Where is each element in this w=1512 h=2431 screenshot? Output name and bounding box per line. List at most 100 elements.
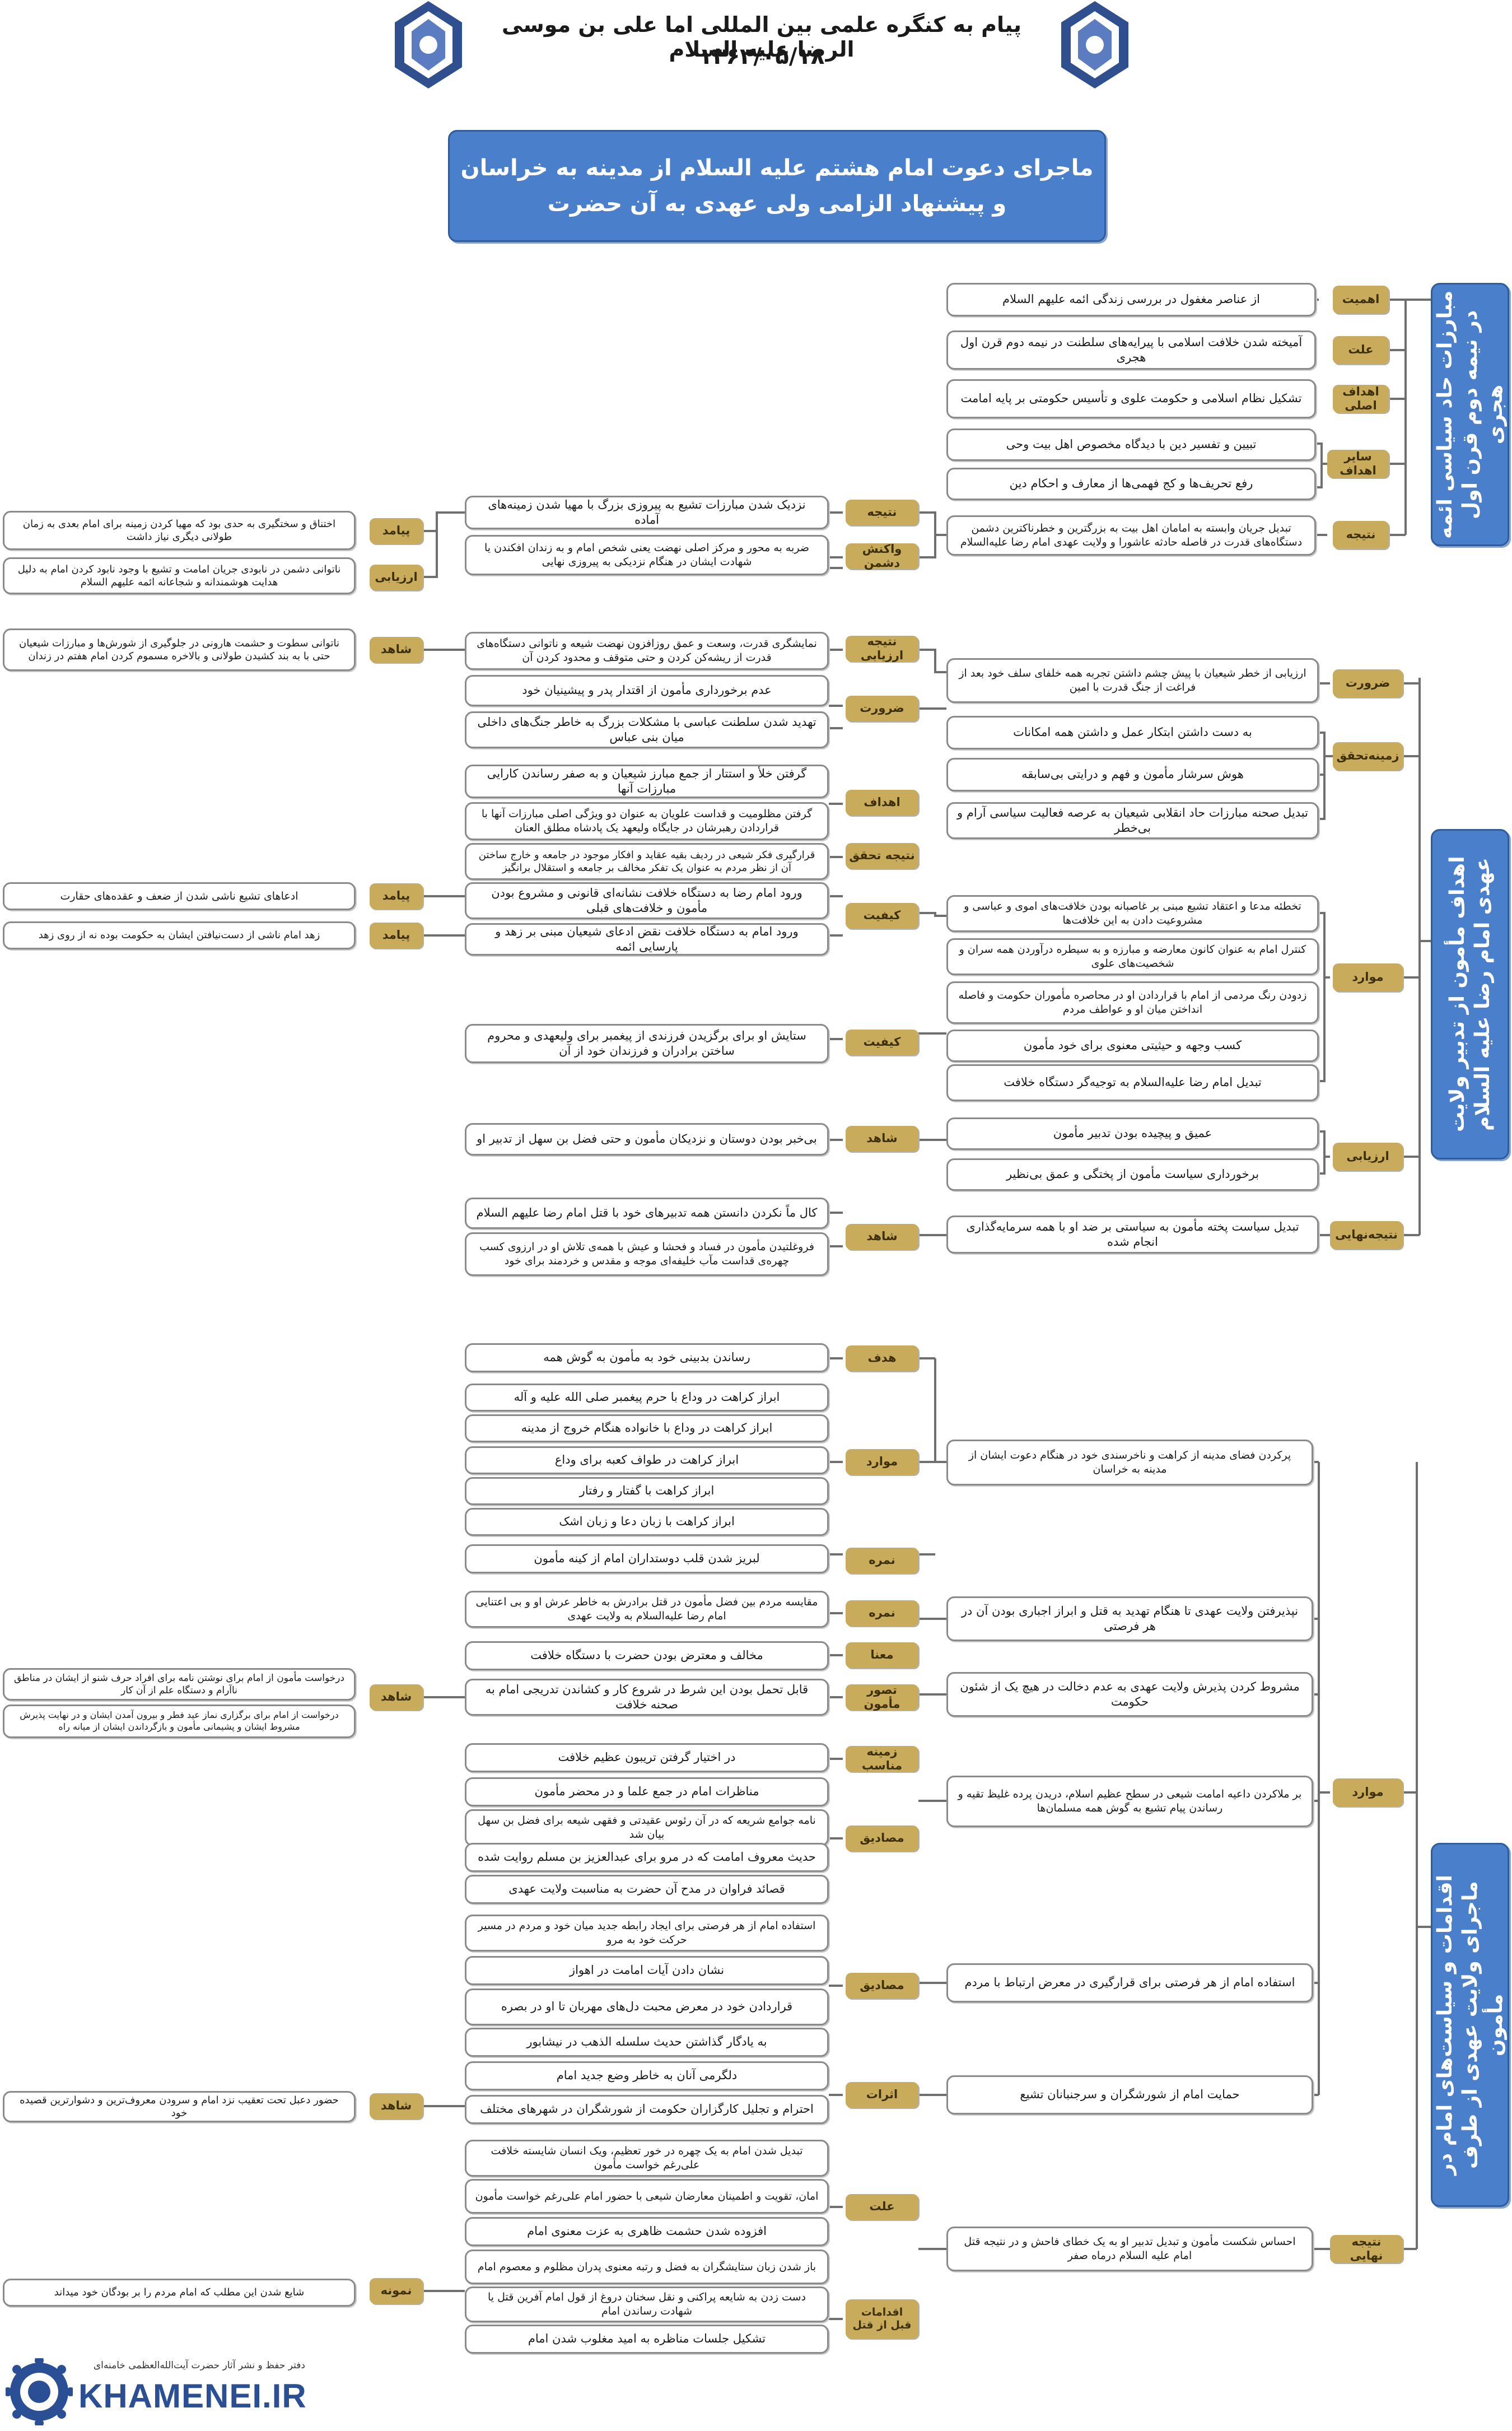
s3-left-l2: درخواست از امام برای برگزاری نماز عید فط… bbox=[3, 1705, 356, 1738]
s1-label-elat: علت bbox=[1333, 336, 1389, 364]
s1-label-natije2: نتیجه bbox=[846, 500, 918, 525]
s3-mid-m18: قراردادن خود در معرض محبت دل‌های مهربان … bbox=[465, 1988, 829, 2025]
s3-right-r7: احساس شکست مأمون و تبدیل تدبیر او به یک … bbox=[946, 2227, 1313, 2271]
s2-left-l2: ادعاهای تشیع ناشی شدن از ضعف و عقده‌های … bbox=[3, 882, 356, 910]
s3-mid-m22: تبدیل شدن امام به یک چهره در خور تعظیم، … bbox=[465, 2140, 829, 2177]
s1-item-g1: ضربه به محور و مرکز اصلی نهضت یعنی شخص ا… bbox=[465, 535, 829, 575]
section1-title: مبارزات حاد سیاسی ائمه در نیمه دوم قرن ا… bbox=[1433, 290, 1507, 539]
s3-mid-m15: قصائد فراوان در مدح آن حضرت به مناسبت ول… bbox=[465, 1875, 829, 1904]
s3-label-asarat: اثرات bbox=[846, 2082, 918, 2108]
s2-mid-m12: فروغلتیدن مأمون در فساد و فحشا و عیش با … bbox=[465, 1232, 829, 1276]
ornament-left bbox=[392, 0, 465, 90]
s3-left-l1: درخواست مأمون از امام برای نوشتن نامه بر… bbox=[3, 1668, 356, 1701]
section3-title: اقدامات و سیاست‌های امام در ماجرای ولایت… bbox=[1433, 1875, 1507, 2175]
s2-label-arzyabi: ارزیابی bbox=[1333, 1143, 1403, 1171]
s2-mid-m8: ورود امام به دستگاه خلافت نقض ادعای شیعی… bbox=[465, 923, 829, 956]
s3-mid-m7: لبریز شدن قلب دوستداران امام از کینه مأم… bbox=[465, 1544, 829, 1573]
s3-mid-m4: ابراز کراهت در طواف کعبه برای وداع bbox=[465, 1446, 829, 1474]
s2-label-zarurat: ضرورت bbox=[1333, 669, 1403, 697]
s2-label-natije-arzyabi: نتیجه ارزیابی bbox=[846, 635, 918, 662]
s3-label-nemune3: نمونه bbox=[370, 2278, 423, 2304]
s2-label-keyfiat: کیفیت bbox=[846, 903, 918, 929]
s2-label-natije-nahayi: نتیجه‌نهایی bbox=[1330, 1221, 1403, 1249]
s3-mid-m17: نشان دادن آیات امامت در اهواز bbox=[465, 1956, 829, 1985]
s1-item-f1: نزدیک شدن مبارزات تشیع به پیروزی بزرگ با… bbox=[465, 496, 829, 529]
s2-right-r5: تخطئه مدعا و اعتقاد تشیع مبنی بر غاصبانه… bbox=[946, 895, 1319, 932]
s1-item-a1: از عناصر مغفول در بررسی زندگی ائمه علیهم… bbox=[946, 283, 1316, 316]
s3-mid-m1: رساندن بدبینی خود به مأمون به گوش همه bbox=[465, 1343, 829, 1372]
s3-label-shahed2: شاهد bbox=[370, 2093, 423, 2119]
s2-label-shahed3: شاهد bbox=[370, 637, 423, 663]
s3-right-r5: استفاده امام از هر فرصتی برای قرارگیری د… bbox=[946, 1963, 1313, 2002]
s3-mid-m11: در اختیار گرفتن تریبون عظیم خلافت bbox=[465, 1743, 829, 1772]
s1-item-e1: تبدیل جریان وابسته به امامان اهل بیت به … bbox=[946, 515, 1316, 556]
s3-mid-m26: دست زدن به شایعه پراکنی و نقل سخنان دروغ… bbox=[465, 2286, 829, 2322]
s2-right-r11: برخورداری سیاست مأمون از پختگی و عمق بی‌… bbox=[946, 1158, 1319, 1191]
s3-mid-m12: مناظرات امام در جمع علما و در محضر مأمون bbox=[465, 1777, 829, 1806]
s2-label-zarurat2: ضرورت bbox=[846, 696, 918, 721]
s1-label-payamad: پیامد bbox=[370, 518, 423, 544]
s2-label-zamine: زمینه‌تحقق bbox=[1333, 742, 1403, 770]
s1-label-ahdaf-asli: اهداف اصلی bbox=[1333, 385, 1389, 413]
page-title: ماجرای دعوت امام هشتم علیه السلام از مدی… bbox=[448, 130, 1106, 242]
header-line1: پیام به کنگره علمی بین المللی اما علی بن… bbox=[501, 12, 1022, 62]
s1-item-c1: تشکیل نظام اسلامی و حکومت علوی و تأسیس ح… bbox=[946, 379, 1316, 418]
s3-mid-m21: احترام و تجلیل کارگزاران حکومت از شورشگر… bbox=[465, 2095, 829, 2124]
s3-label-mavared2: موارد bbox=[846, 1449, 918, 1475]
s2-mid-m5: گرفتن مظلومیت و قداست علویان به عنوان دو… bbox=[465, 802, 829, 840]
ornament-right bbox=[1058, 0, 1131, 90]
footer-org: دفتر حفظ و نشر آثار حضرت آیت‌الله‌العظمی… bbox=[93, 2360, 305, 2371]
section2-box: اهداف مأمون از تدبیر ولایت عهدی امام رضا… bbox=[1431, 829, 1509, 1159]
s2-right-r3: هوش سرشار مأمون و فهم و درایتی بی‌سابقه bbox=[946, 758, 1319, 791]
s3-label-nemune2: نمره bbox=[846, 1600, 918, 1626]
s2-label-ahdaf: اهداف bbox=[846, 790, 918, 816]
s3-right-r4: بر ملاکردن داعیه امامت شیعی در سطح عظیم … bbox=[946, 1776, 1313, 1827]
s3-mid-m8: مقایسه مردم بین فضل مأمون در قتل برادرش … bbox=[465, 1591, 829, 1628]
s2-right-r10: عمیق و پیچیده بودن تدبیر مأمون bbox=[946, 1117, 1319, 1150]
s3-right-r3: مشروط کردن پذیرش ولایت عهدی به عدم دخالت… bbox=[946, 1672, 1313, 1717]
s2-mid-m4: گرفتن خلأ و استتار از جمع مبارز شیعیان و… bbox=[465, 765, 829, 798]
s2-label-natije-tahaghogh: نتیجه تحقق bbox=[846, 843, 918, 869]
s1-item-i1: ناتوانی دشمن در نابودی جریان امامت و تشی… bbox=[3, 557, 356, 594]
s3-mid-m13: نامه جوامع شریعه که در آن رئوس عقیدتی و … bbox=[465, 1809, 829, 1846]
s1-label-ahamiat: اهمیت bbox=[1333, 286, 1389, 314]
s3-mid-m3: ابراز کراهت در وداع با خانواده هنگام خرو… bbox=[465, 1414, 829, 1442]
s2-right-r6: کنترل امام به عنوان کانون معارضه و مبارز… bbox=[946, 938, 1319, 975]
s3-mid-m19: به یادگار گذاشتن حدیث سلسله الذهب در نیش… bbox=[465, 2028, 829, 2057]
s3-mid-m27: تشکیل جلسات مناظره به امید مغلوب شدن اما… bbox=[465, 2325, 829, 2354]
s3-mid-m5: ابراز کراهت با گفتار و رفتار bbox=[465, 1477, 829, 1505]
s3-mid-m10: قابل تحمل بودن این شرط در شروع کار و کشا… bbox=[465, 1679, 829, 1716]
s2-label-shahed2: شاهد bbox=[846, 1224, 918, 1250]
s3-mid-m25: باز شدن زبان ستایشگران به فضل و رتبه معن… bbox=[465, 2250, 829, 2284]
s2-left-l3: زهد امام ناشی از دست‌نیافتن ایشان به حکو… bbox=[3, 921, 356, 949]
s1-item-d2: رفع تحریف‌ها و کج فهمی‌ها از معارف و احک… bbox=[946, 468, 1316, 500]
s3-label-tasavor: تصور مأمون bbox=[846, 1683, 918, 1711]
s2-right-r8: کسب وجهه و حیثیتی معنوی برای خود مأمون bbox=[946, 1030, 1319, 1062]
s3-mid-m2: ابراز کراهت در وداع با حرم پیغمبر صلی ال… bbox=[465, 1384, 829, 1412]
s3-right-r1: پرکردن فضای مدینه از کراهت و ناخرسندی خو… bbox=[946, 1440, 1313, 1485]
s2-left-l1: ناتوانی سطوت و حشمت هارونی در جلوگیری از… bbox=[3, 628, 356, 671]
s2-mid-m7: ورود امام رضا به دستگاه خلافت نشانه‌ای ق… bbox=[465, 882, 829, 919]
s3-label-masadigh2: مصادیق bbox=[846, 1973, 918, 1999]
s2-mid-m11: کال ماً نکردن دانستن همه تدبیرهای خود با… bbox=[465, 1198, 829, 1229]
s3-mid-m16: استفاده امام از هر فرصتی برای ایجاد رابط… bbox=[465, 1915, 829, 1952]
s3-mid-m9: مخالف و معترض بودن حضرت با دستگاه خلافت bbox=[465, 1641, 829, 1670]
s1-item-b1: آمیخته شدن خلافت اسلامی با پیرایه‌های سل… bbox=[946, 330, 1316, 370]
s3-label-shahed1: شاهد bbox=[370, 1684, 423, 1710]
s3-label-masadigh: مصادیق bbox=[846, 1825, 918, 1851]
s1-item-d1: تبیین و تفسیر دین با دیدگاه مخصوص اهل بی… bbox=[946, 429, 1316, 461]
s3-right-r2: نپذیرفتن ولایت عهدی تا هنگام تهدید به قت… bbox=[946, 1596, 1313, 1641]
s3-label-natije-nahayi: نتیجه نهایی bbox=[1330, 2235, 1403, 2263]
section3-box: اقدامات و سیاست‌های امام در ماجرای ولایت… bbox=[1431, 1843, 1509, 2207]
section2-title: اهداف مأمون از تدبیر ولایت عهدی امام رضا… bbox=[1446, 856, 1494, 1133]
s2-mid-m3: تهدید شدن سلطنت عباسی با مشکلات بزرگ به … bbox=[465, 711, 829, 748]
s2-mid-m9: ستایش او برای برگزیدن فرزندی از پیغمبر ب… bbox=[465, 1024, 829, 1063]
s2-label-shahed1: شاهد bbox=[846, 1126, 918, 1152]
s3-label-zamine: زمینه مناسب bbox=[846, 1745, 918, 1772]
s3-right-r6: حمایت امام از شورشگران و سرجنبانان تشیع bbox=[946, 2075, 1313, 2115]
s2-label-keyfiat2: کیفیت bbox=[846, 1030, 918, 1055]
title-line1: ماجرای دعوت امام هشتم علیه السلام از مدی… bbox=[460, 155, 1094, 181]
s3-label-hadaf: هدف bbox=[846, 1345, 918, 1371]
s1-label-natije: نتیجه bbox=[1333, 521, 1389, 549]
section1-box: مبارزات حاد سیاسی ائمه در نیمه دوم قرن ا… bbox=[1431, 283, 1509, 546]
